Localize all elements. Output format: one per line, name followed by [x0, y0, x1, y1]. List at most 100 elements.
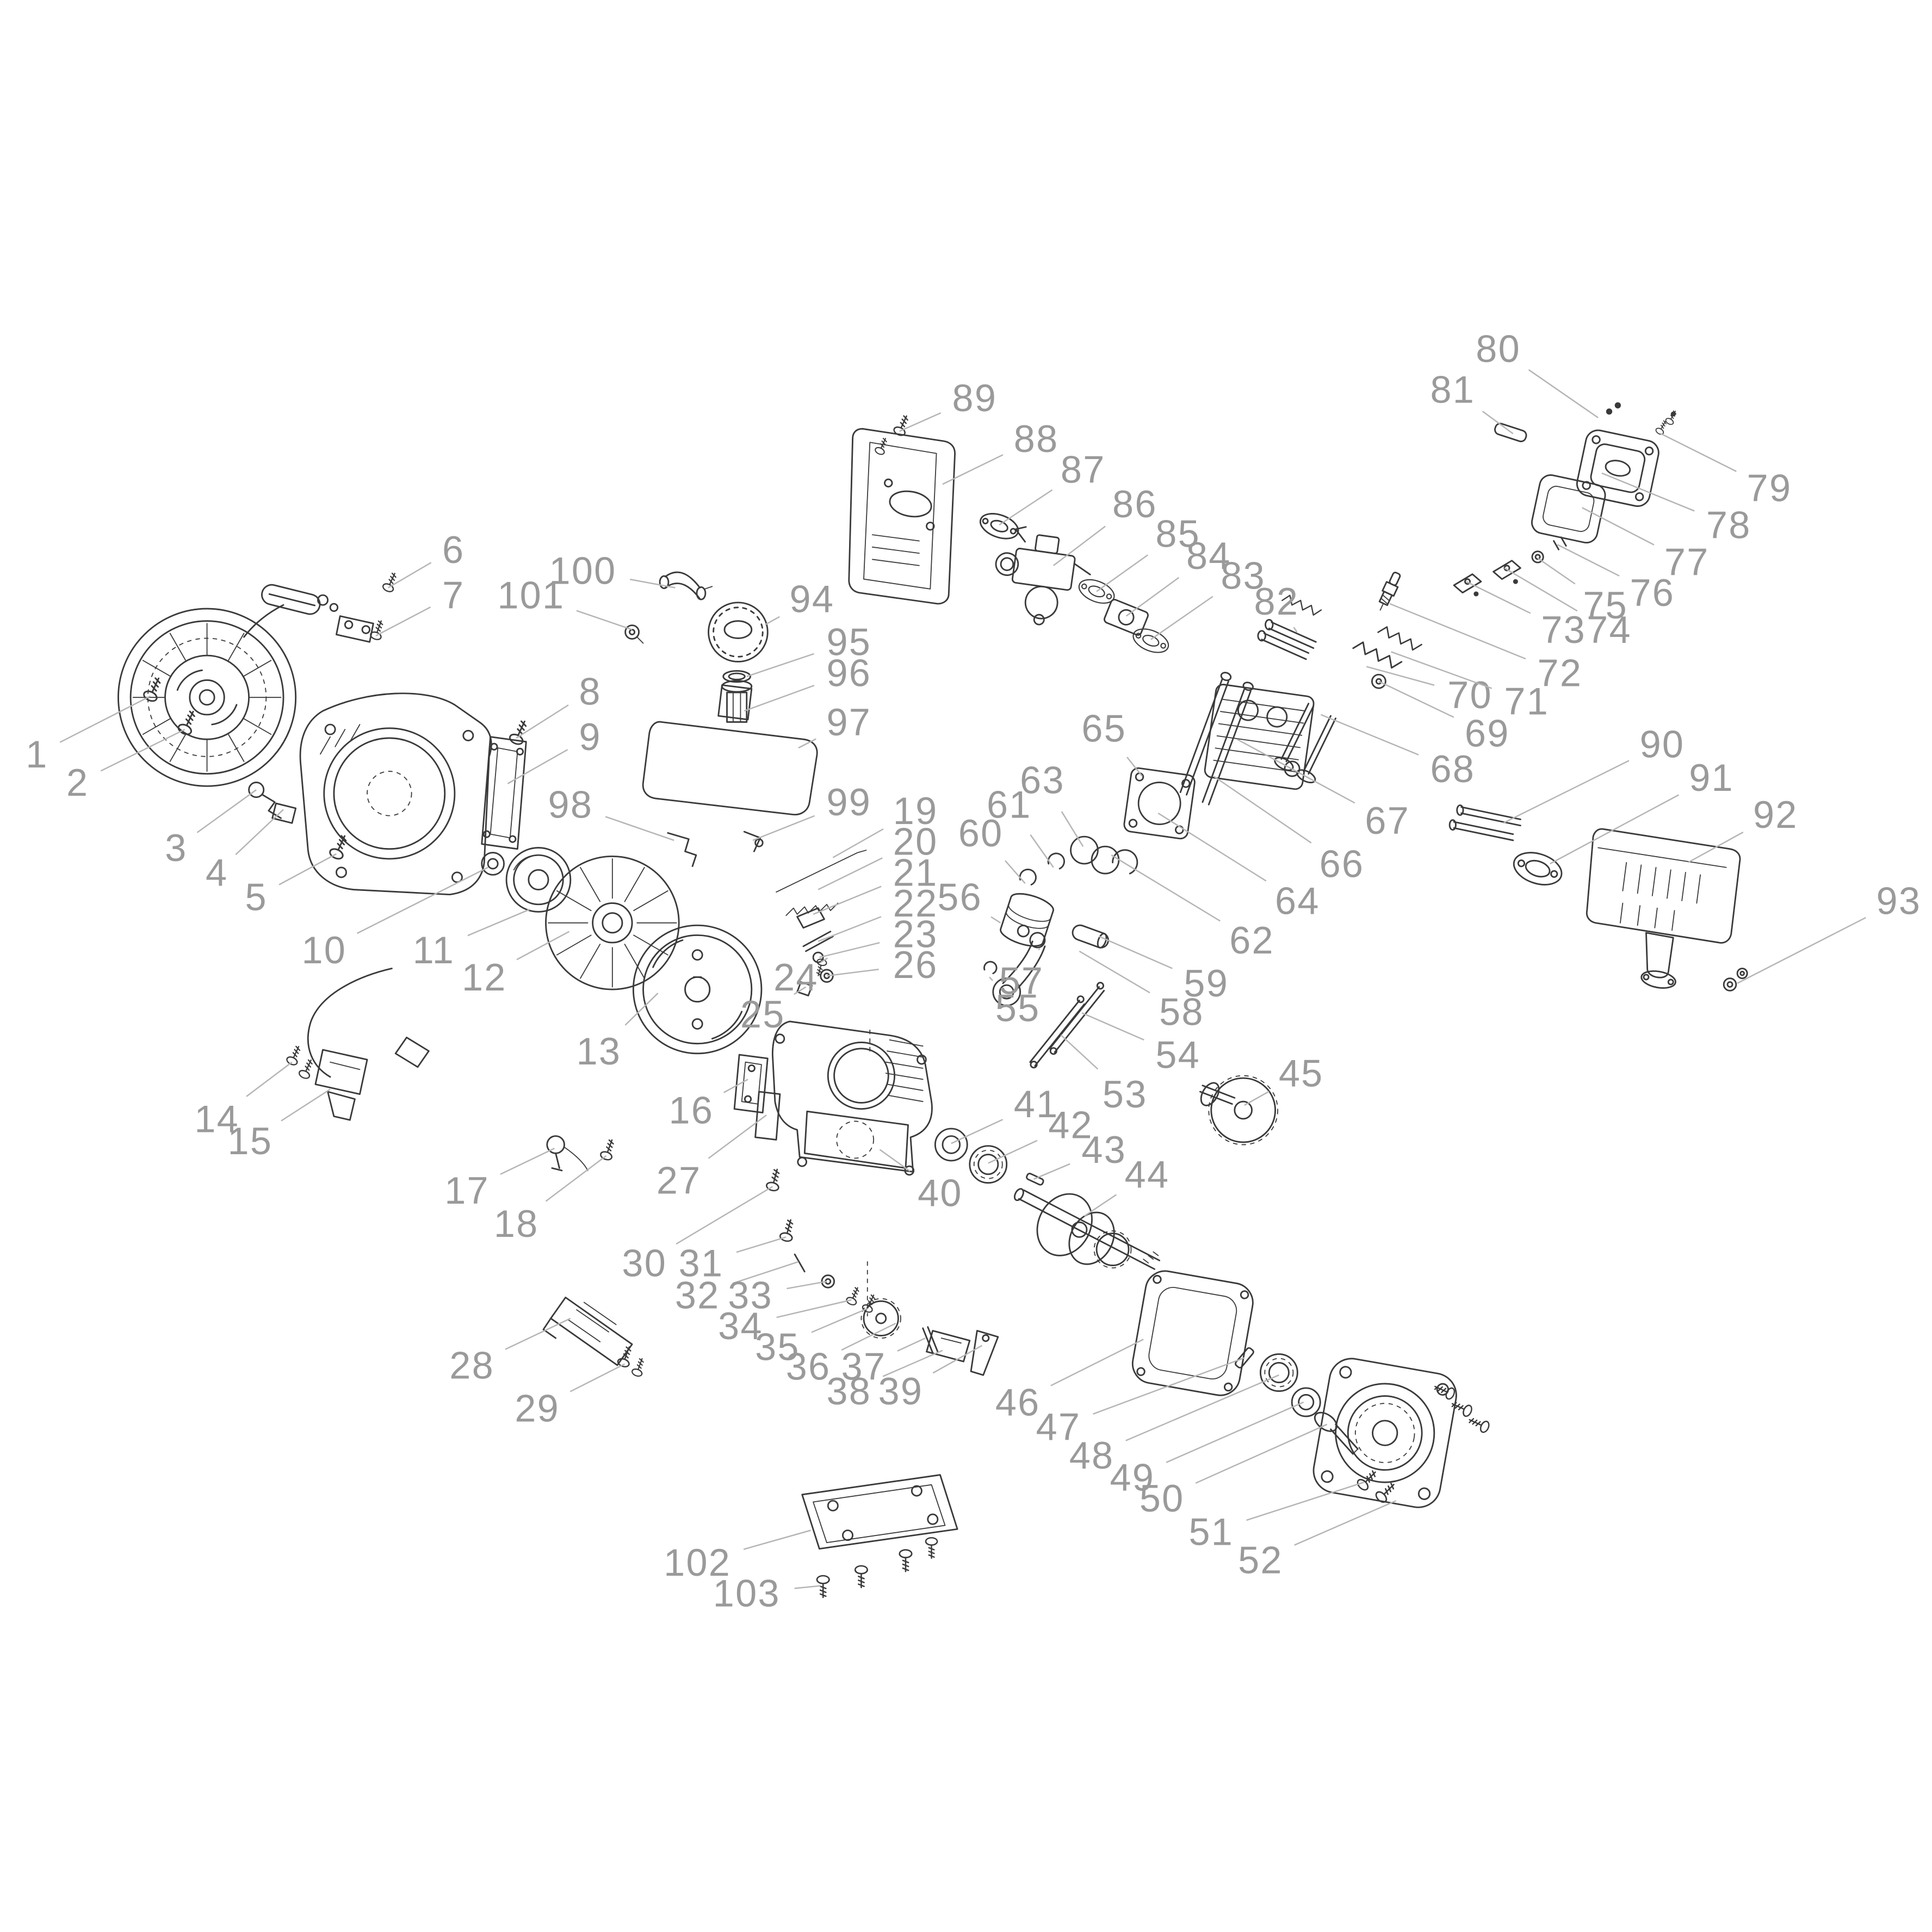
callout-64: 64	[1275, 879, 1320, 922]
leader-line-22	[818, 916, 882, 942]
leader-line-30	[676, 1186, 773, 1245]
fuel-outlet	[743, 831, 764, 852]
callout-76: 76	[1630, 571, 1675, 614]
leader-line-24	[820, 957, 828, 963]
leader-line-1	[59, 695, 151, 743]
starter-screws	[141, 674, 200, 737]
leader-line-60	[1005, 860, 1026, 884]
callout-91: 91	[1689, 756, 1734, 799]
leader-line-16	[723, 1079, 748, 1093]
callout-97: 97	[826, 701, 871, 744]
callout-19: 19	[893, 789, 938, 832]
callout-35: 35	[755, 1325, 800, 1368]
leader-line-58	[1079, 950, 1150, 994]
callout-63: 63	[1020, 758, 1065, 801]
muffler-nuts	[1723, 968, 1748, 992]
leader-line-26	[826, 968, 879, 977]
callout-32: 32	[675, 1273, 720, 1316]
muffler-studs	[1448, 804, 1521, 841]
callout-43: 43	[1081, 1128, 1126, 1171]
leader-line-46	[1050, 1339, 1144, 1386]
piston-pin	[1072, 924, 1109, 949]
callout-75: 75	[1583, 584, 1628, 627]
oil-dipstick	[1314, 1411, 1359, 1455]
leader-line-34	[776, 1299, 852, 1318]
fuel-filter	[722, 670, 751, 723]
callout-77: 77	[1664, 540, 1710, 583]
fuel-tank	[642, 680, 818, 816]
callout-80: 80	[1476, 327, 1521, 370]
spring-retainer	[1531, 550, 1544, 564]
leader-line-3	[196, 789, 257, 833]
charge-coil-parts	[248, 594, 339, 824]
spring-icon	[1352, 639, 1403, 672]
screw-icon	[630, 1356, 648, 1378]
leader-line-88	[942, 454, 1004, 485]
callout-78: 78	[1706, 504, 1751, 547]
leader-line-15	[281, 1088, 331, 1122]
coil-screws	[285, 1043, 317, 1081]
callout-25: 25	[740, 993, 785, 1036]
spring-seat	[1371, 673, 1386, 689]
leader-line-76	[1557, 544, 1620, 577]
callout-10: 10	[301, 928, 346, 971]
governor-pin	[922, 1326, 939, 1354]
callout-51: 51	[1188, 1510, 1234, 1553]
callout-8: 8	[579, 670, 601, 713]
crank-bearing-front	[934, 1128, 968, 1162]
leader-line-21	[813, 886, 882, 915]
callout-71: 71	[1504, 679, 1549, 722]
callout-16: 16	[669, 1089, 714, 1132]
callout-29: 29	[515, 1387, 560, 1430]
callout-99: 99	[826, 781, 871, 823]
screw-icon	[899, 1549, 913, 1572]
rear-gasket-plate	[481, 736, 527, 850]
oil-seal	[1291, 1387, 1321, 1417]
callout-57: 57	[999, 959, 1044, 1002]
leader-line-28	[505, 1317, 571, 1350]
callout-88: 88	[1014, 417, 1059, 460]
callout-28: 28	[449, 1343, 494, 1386]
leader-line-19	[832, 828, 884, 858]
leader-line-82	[1293, 627, 1298, 633]
screw-icon	[507, 717, 532, 747]
callout-15: 15	[228, 1119, 273, 1162]
carb-studs	[1257, 592, 1322, 660]
callout-30: 30	[622, 1241, 667, 1284]
callout-87: 87	[1061, 448, 1106, 491]
screw-icon	[1466, 1414, 1491, 1434]
leader-line-6	[387, 562, 432, 589]
callout-79: 79	[1747, 467, 1792, 510]
leader-line-17	[500, 1148, 555, 1175]
callout-24: 24	[773, 956, 819, 999]
leader-line-69	[1378, 680, 1454, 718]
leader-line-94	[765, 616, 780, 626]
screw-icon	[765, 1167, 784, 1193]
leader-line-96	[744, 685, 815, 712]
leader-line-8	[516, 704, 569, 739]
callout-86: 86	[1112, 482, 1157, 525]
leader-line-63	[1061, 811, 1084, 847]
callout-90: 90	[1640, 723, 1685, 766]
leader-line-41	[951, 1119, 1004, 1144]
head-cover	[1576, 429, 1659, 507]
callout-55: 55	[995, 987, 1041, 1030]
leader-line-67	[1236, 739, 1355, 804]
starter-pulley	[505, 847, 572, 913]
leader-line-31	[736, 1236, 787, 1253]
callout-72: 72	[1538, 651, 1583, 694]
leader-line-43	[1033, 1163, 1070, 1180]
callout-17: 17	[444, 1169, 490, 1212]
callout-85: 85	[1155, 512, 1200, 555]
callout-21: 21	[893, 851, 938, 894]
leader-line-98	[605, 816, 674, 841]
fuel-cap	[708, 602, 769, 662]
screw-icon	[925, 1537, 938, 1559]
leader-line-62	[1111, 854, 1221, 922]
leader-line-100	[630, 578, 676, 589]
callout-41: 41	[1014, 1082, 1059, 1125]
screw-icon	[854, 1565, 868, 1588]
flywheel	[632, 924, 763, 1055]
callout-31: 31	[679, 1241, 724, 1284]
spring-icon	[1377, 623, 1422, 653]
